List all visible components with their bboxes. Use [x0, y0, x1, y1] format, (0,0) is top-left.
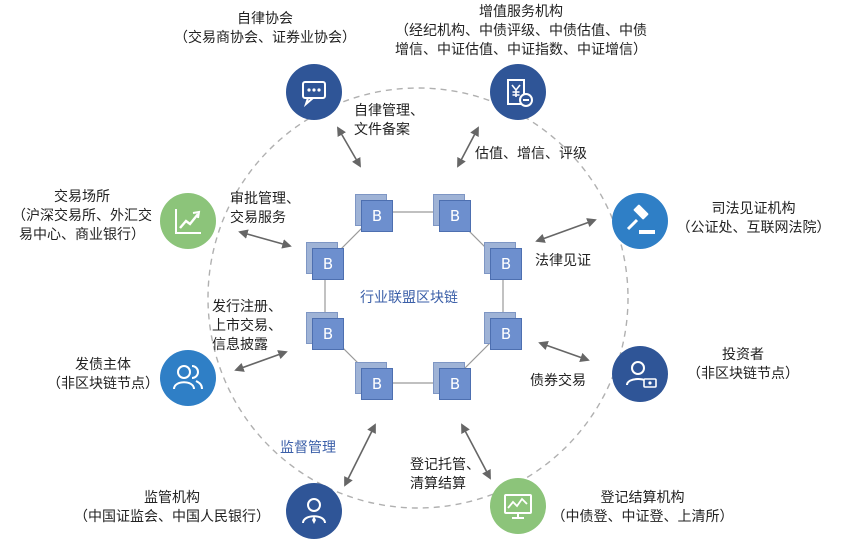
chain-block: B [355, 194, 393, 232]
investor-label: 投资者 （非区块链节点） [687, 347, 799, 382]
arrow-self-reg [337, 126, 361, 168]
arrow-regulator [344, 423, 376, 487]
chain-block: B [484, 242, 522, 280]
arrow-exchange [238, 229, 292, 249]
gavel-icon [626, 204, 655, 234]
relation-judicial: 法律见证 [535, 253, 591, 269]
node-self-regulatory [286, 64, 342, 120]
relation-issuer: 发行注册、 上市交易、 信息披露 [212, 299, 282, 353]
arrow-issuer [234, 350, 288, 372]
node-judicial [612, 193, 668, 249]
growth-chart-icon [175, 209, 201, 234]
node-exchange [160, 193, 216, 249]
registry-label: 登记结算机构 （中债登、中证登、上清所） [551, 490, 734, 525]
chain-block: B [433, 194, 471, 232]
value-added-label: 增值服务机构 （经纪机构、中债评级、中债估值、中债 增信、中证估值、中证指数、中… [395, 4, 647, 58]
chain-block: B [306, 312, 344, 350]
issuer-label: 发债主体 （非区块链节点） [47, 357, 159, 392]
node-investor [612, 346, 668, 402]
relation-registry: 登记托管、 清算结算 [410, 457, 480, 492]
node-registry [490, 478, 546, 534]
node-issuer [160, 350, 216, 406]
relation-investor: 债券交易 [530, 373, 586, 389]
chat-bubble-icon [302, 81, 326, 108]
investor-icon [626, 361, 657, 388]
relation-exchange: 审批管理、 交易服务 [230, 191, 300, 226]
chain-block: B [306, 242, 344, 280]
node-value-added [490, 64, 546, 120]
officer-icon [302, 498, 326, 524]
center-label: 行业联盟区块链 [360, 290, 458, 306]
self-regulatory-label: 自律协会 （交易商协会、证券业协会） [174, 11, 356, 46]
exchange-label: 交易场所 （沪深交易所、外汇交 易中心、商业银行） [12, 189, 152, 243]
monitor-chart-icon [504, 494, 532, 519]
users-icon [173, 365, 203, 390]
relation-self-reg: 自律管理、 文件备案 [354, 103, 424, 138]
chain-block: B [355, 362, 393, 400]
arrow-judicial [535, 218, 597, 243]
arrow-registry [461, 423, 491, 480]
arrow-value-added [457, 126, 479, 168]
relation-value-added: 估值、增信、评级 [475, 146, 587, 162]
node-regulator [286, 483, 342, 539]
chain-block: B [433, 362, 471, 400]
chain-block: B [484, 312, 522, 350]
yen-receipt-icon [507, 79, 533, 107]
regulator-label: 监管机构 （中国证监会、中国人民银行） [74, 490, 270, 525]
judicial-label: 司法见证机构 （公证处、互联网法院） [676, 201, 831, 236]
outer-dashed-circle [207, 87, 629, 509]
arrow-investor [538, 341, 590, 362]
supervise-label: 监督管理 [280, 440, 336, 456]
